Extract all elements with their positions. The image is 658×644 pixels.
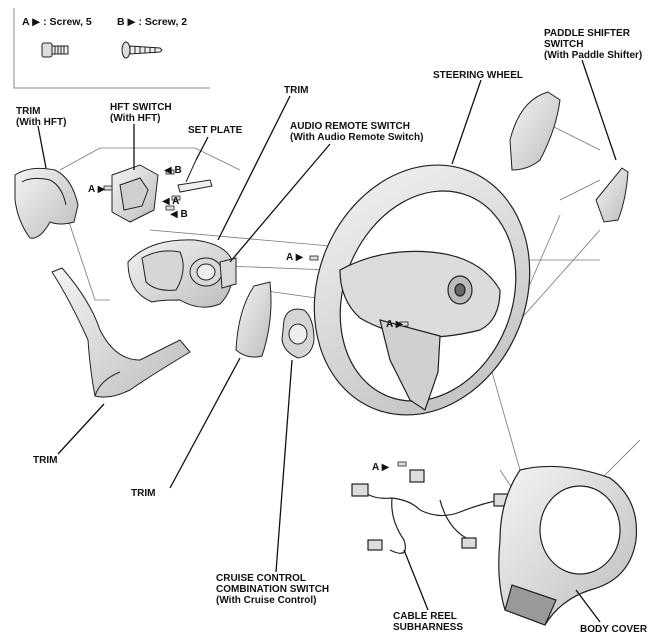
label-trim-upper: TRIM (284, 85, 309, 96)
screw-b-icon (121, 41, 163, 59)
label-trim-lower-left: TRIM (33, 455, 58, 466)
label-trim-lower-mid: TRIM (131, 488, 156, 499)
cruise-control-switch-part (281, 308, 315, 359)
cable-reel-subharness-part (351, 469, 509, 554)
screw-a-icon (41, 42, 69, 58)
callout-a: A ▶ (372, 462, 390, 473)
set-plate-part (177, 159, 213, 193)
label-trim-hft: TRIM(With HFT) (16, 106, 67, 128)
trim-upper-part (127, 239, 234, 308)
trim-hft-part (14, 167, 79, 239)
label-set-plate: SET PLATE (188, 125, 243, 136)
label-body-cover: BODY COVER (580, 624, 648, 635)
legend-screw-b: B ▶ : Screw, 2 (117, 16, 188, 28)
callout-b: ◀ B (164, 165, 182, 176)
label-audio-remote-switch: AUDIO REMOTE SWITCH(With Audio Remote Sw… (290, 121, 424, 143)
trim-lower-left-part (51, 267, 191, 398)
callout-a: A ▶ (386, 319, 404, 330)
steering-wheel-part (313, 164, 531, 416)
callout-a: A ▶ (88, 184, 106, 195)
legend-box (13, 8, 210, 89)
leader-lines (37, 59, 617, 623)
label-steering-wheel: STEERING WHEEL (433, 70, 524, 81)
trim-lower-mid-part (235, 281, 272, 358)
legend-screw-a: A ▶ : Screw, 5 (22, 16, 92, 28)
label-hft-switch: HFT SWITCH(With HFT) (110, 102, 172, 124)
callout-a: ◀ A (162, 196, 180, 207)
hft-switch-part (111, 164, 159, 223)
audio-remote-switch-part (189, 257, 237, 289)
paddle-shifter-part (509, 91, 629, 223)
screw-markers (103, 169, 409, 467)
callout-a: A ▶ (286, 252, 304, 263)
body-cover-part (498, 465, 638, 626)
callout-b: ◀ B (170, 209, 188, 220)
